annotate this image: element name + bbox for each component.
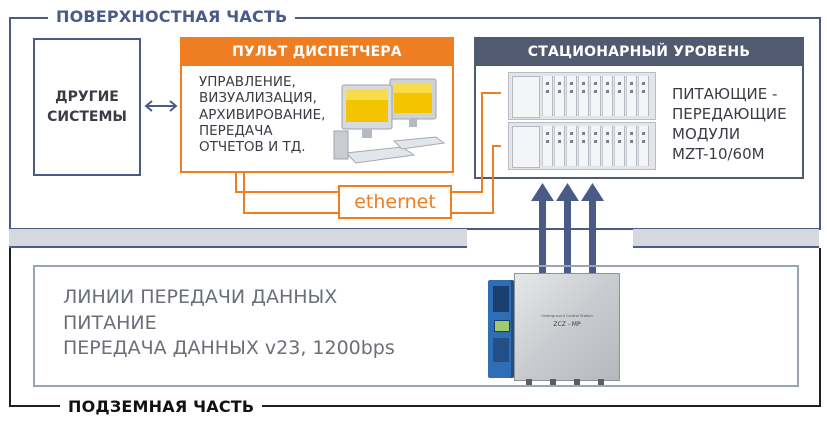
dispatcher-line-2: ВИЗУАЛИЗАЦИЯ, <box>199 90 317 107</box>
underground-line-3: ПЕРЕДАЧА ДАННЫХ v23, 1200bps <box>63 337 395 359</box>
other-systems-line1: ДРУГИЕ <box>55 89 119 105</box>
cabinet-side-unit <box>488 280 514 378</box>
other-systems-line2: СИСТЕМЫ <box>47 109 127 125</box>
stationary-line-2: ПЕРЕДАЮЩИЕ <box>672 105 787 123</box>
underground-info-box <box>33 265 799 387</box>
up-arrow-icon <box>531 183 604 283</box>
dispatcher-line-1: УПРАВЛЕНИЕ, <box>199 74 296 90</box>
cabinet-model-label: ZCZ - MP <box>553 321 581 328</box>
dispatcher-line-5: ОТЧЕТОВ И ТД. <box>199 139 306 156</box>
stationary-text: ПИТАЮЩИЕ - ПЕРЕДАЮЩИЕ МОДУЛИ MZT-10/60M <box>672 84 787 164</box>
dispatcher-title: ПУЛЬТ ДИСПЕТЧЕРА <box>182 39 452 66</box>
divider-strip-left <box>9 229 467 248</box>
underground-section-label: ПОДЗЕМНАЯ ЧАСТЬ <box>60 397 263 416</box>
surface-section-label: ПОВЕРХНОСТНАЯ ЧАСТЬ <box>48 7 296 26</box>
underground-line-2: ПИТАНИЕ <box>63 311 157 334</box>
computer-workstation-icon <box>333 78 446 164</box>
cabinet-body: Underground Control Station ZCZ - MP <box>514 273 620 381</box>
dispatcher-text: УПРАВЛЕНИЕ, ВИЗУАЛИЗАЦИЯ, АРХИВИРОВАНИЕ,… <box>199 74 325 155</box>
rack-row-bottom <box>508 122 656 170</box>
control-cabinet-icon: Underground Control Station ZCZ - MP <box>486 270 624 388</box>
rack-module-icon <box>508 72 656 170</box>
stationary-line-3: МОДУЛИ <box>672 125 741 143</box>
stationary-line-4: MZT-10/60M <box>672 145 765 163</box>
bidirectional-arrow-icon <box>144 100 178 112</box>
stationary-title: СТАЦИОНАРНЫЙ УРОВЕНЬ <box>476 39 802 66</box>
dispatcher-line-3: АРХИВИРОВАНИЕ, <box>199 106 326 123</box>
dispatcher-line-4: ПЕРЕДАЧА <box>199 122 273 139</box>
cabinet-caption: Underground Control Station <box>541 314 593 318</box>
stationary-panel: СТАЦИОНАРНЫЙ УРОВЕНЬ ПИТ <box>474 37 804 179</box>
ethernet-label: ethernet <box>354 191 436 213</box>
ethernet-label-box: ethernet <box>338 185 452 219</box>
other-systems-box: ДРУГИЕ СИСТЕМЫ <box>33 38 141 176</box>
underground-line-1: ЛИНИИ ПЕРЕДАЧИ ДАННЫХ <box>63 286 338 308</box>
stationary-line-1: ПИТАЮЩИЕ - <box>672 85 778 103</box>
dispatcher-panel: ПУЛЬТ ДИСПЕТЧЕРА УПРАВЛЕНИЕ, ВИЗУАЛИЗАЦИ… <box>180 37 454 173</box>
divider-strip-right <box>633 229 819 248</box>
rack-row-top <box>508 72 656 120</box>
underground-section-frame <box>9 248 821 407</box>
underground-text: ЛИНИИ ПЕРЕДАЧИ ДАННЫХ ПИТАНИЕ ПЕРЕДАЧА Д… <box>63 285 395 362</box>
